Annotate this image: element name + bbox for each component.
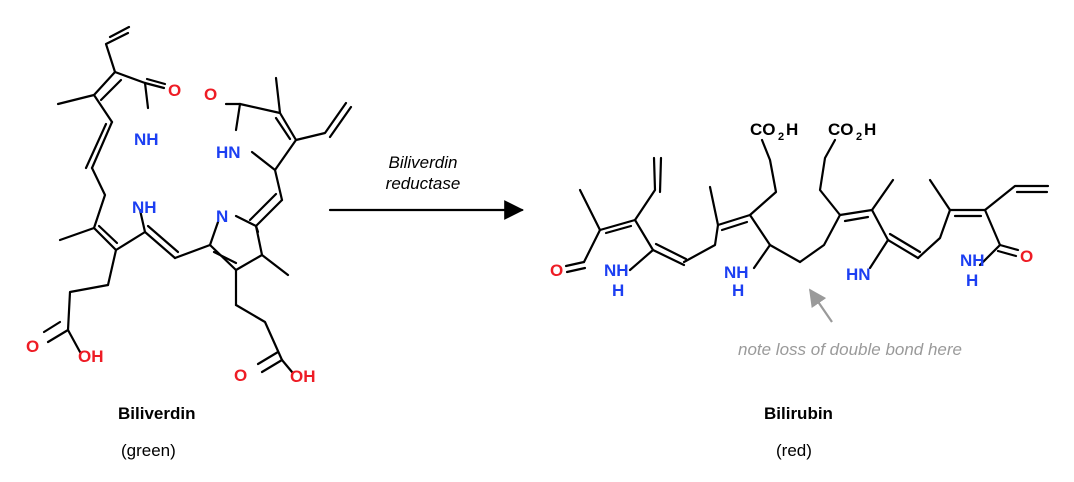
atom-h: H [966, 271, 978, 290]
atom-oxygen: O [168, 81, 181, 100]
atom-hn: HN [216, 143, 241, 162]
biliverdin-ring-b [58, 166, 180, 332]
annotation-note: note loss of double bond here [738, 340, 963, 359]
annotation-arrow [809, 288, 833, 323]
bilirubin-ring-b [682, 138, 802, 270]
atom-h: H [732, 281, 744, 300]
atom-hydroxyl: OH [290, 367, 316, 386]
carboxyl-co: CO [750, 120, 776, 139]
product-name: Bilirubin [764, 404, 833, 423]
enzyme-line-2: reductase [385, 174, 461, 193]
atom-oxygen: O [204, 85, 217, 104]
biliverdin-ring-d [224, 76, 353, 202]
atom-hydroxyl: OH [78, 347, 104, 366]
atom-oxygen: O [26, 337, 39, 356]
product-color: (red) [776, 441, 812, 460]
atom-nh: NH [132, 198, 157, 217]
atom-h: H [612, 281, 624, 300]
reactant-color: (green) [121, 441, 176, 460]
reactant-name: Biliverdin [118, 404, 196, 423]
atom-oxygen: O [550, 261, 563, 280]
biliverdin-ring-a [56, 25, 167, 170]
bilirubin-ring-d [916, 178, 1050, 267]
bilirubin-ring-a [564, 156, 688, 274]
enzyme-line-1: Biliverdin [388, 153, 458, 172]
carboxyl-co: CO [828, 120, 854, 139]
carboxyl-label-right: CO 2 H [828, 120, 876, 143]
bilirubin-structure [564, 138, 1050, 274]
biliverdin-structure [42, 25, 353, 374]
atom-oxygen: O [1020, 247, 1033, 266]
biliverdin-ring-c [173, 192, 290, 362]
enzyme-label: Biliverdin reductase [358, 152, 488, 194]
carboxyl-h: H [786, 120, 798, 139]
carboxyl-sub: 2 [778, 131, 784, 143]
bilirubin-ring-c [798, 138, 922, 270]
carboxyl-label-left: CO 2 H [750, 120, 798, 143]
atom-oxygen: O [234, 366, 247, 385]
carboxyl-sub: 2 [856, 131, 862, 143]
atom-nh: NH [724, 263, 749, 282]
atom-nh: NH [960, 251, 985, 270]
atom-imine-n: N [216, 207, 228, 226]
atom-nh: NH [134, 130, 159, 149]
carboxyl-h: H [864, 120, 876, 139]
atom-hn: HN [846, 265, 871, 284]
biliverdin-right-acid [256, 350, 294, 374]
atom-nh: NH [604, 261, 629, 280]
biliverdin-left-acid [42, 320, 82, 354]
